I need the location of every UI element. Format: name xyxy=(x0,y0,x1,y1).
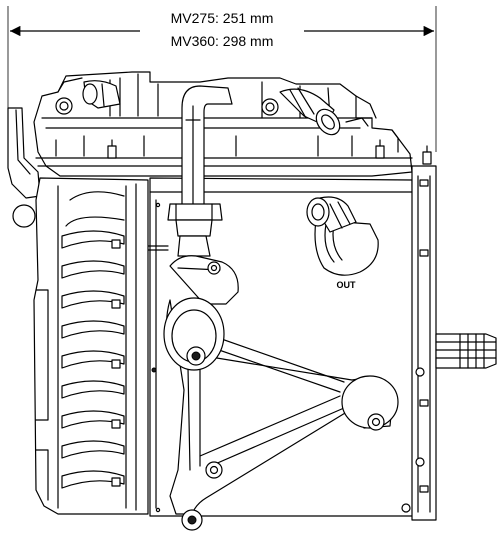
left-mounting-bracket xyxy=(7,107,41,228)
output-shaft xyxy=(435,333,497,369)
upper-right-outlet-fitting xyxy=(279,87,341,136)
dimension-label-background xyxy=(140,5,304,53)
right-end-plate xyxy=(411,165,437,521)
body-bolt-bottom xyxy=(401,503,411,513)
dimension-label-mv360: MV360: 298 mm xyxy=(171,33,274,49)
dimension-label-mv275: MV275: 251 mm xyxy=(171,10,274,26)
small-stud-right xyxy=(375,139,385,159)
outlet-port-label: OUT xyxy=(337,280,357,290)
cooling-fin-1 xyxy=(61,230,125,249)
cooling-fin-4 xyxy=(61,320,125,339)
fin-clips xyxy=(111,239,121,487)
coolant-hose xyxy=(181,85,233,207)
inlet-manifold xyxy=(169,255,239,305)
body-bolt-right-lower xyxy=(415,457,425,467)
upper-left-elbow-fitting xyxy=(82,80,121,109)
upper-pivot-boss xyxy=(163,297,225,371)
flywheel-housing xyxy=(33,177,149,515)
cooling-fin-2 xyxy=(61,260,125,279)
outlet-elbow xyxy=(306,196,357,233)
pivot-bolt-center xyxy=(186,346,206,366)
right-pivot-boss xyxy=(341,375,399,431)
cooling-fin-9 xyxy=(61,470,125,489)
cooling-fin-5 xyxy=(61,350,125,369)
width-dimension: MV275: 251 mm MV360: 298 mm xyxy=(7,5,437,152)
top-bolt-right xyxy=(261,98,279,116)
small-stud-far-right xyxy=(422,145,432,165)
body-bolt-right-upper xyxy=(415,367,425,377)
pivot-bolt-lower xyxy=(205,461,223,479)
hose-nozzle xyxy=(177,235,211,257)
top-bolt-left xyxy=(55,97,73,115)
small-stud-left xyxy=(107,139,117,159)
outlet-port xyxy=(314,219,379,276)
cooling-fin-7 xyxy=(61,410,125,429)
cooling-fin-6 xyxy=(61,380,125,399)
cooling-fin-8 xyxy=(61,440,125,459)
pivot-bolt-bottom xyxy=(181,509,203,531)
cooling-fin-3 xyxy=(61,290,125,309)
hose-clamp xyxy=(167,203,223,237)
